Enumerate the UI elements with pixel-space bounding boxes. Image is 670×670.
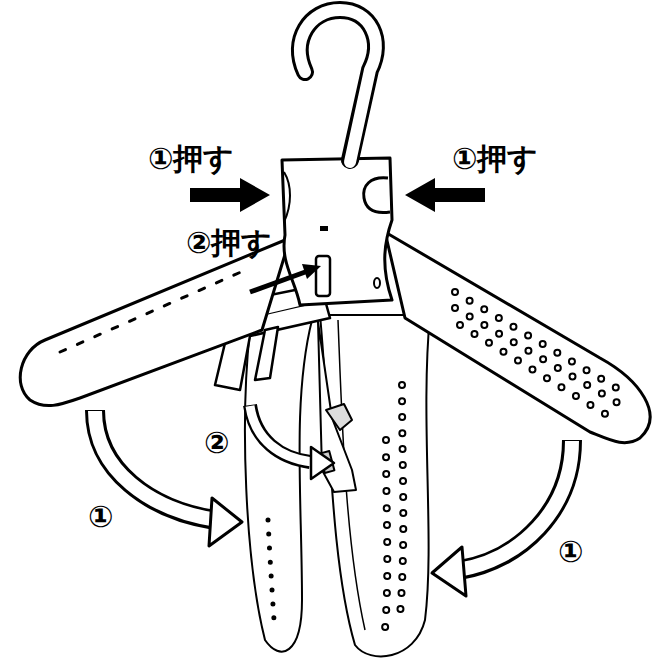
step-number: ① [88, 500, 113, 533]
shoe-left [245, 320, 312, 652]
push-arrow [190, 178, 270, 212]
step-number: ① [558, 535, 583, 568]
rotate-arrow-head [311, 447, 334, 479]
release-tab [316, 256, 330, 296]
shoe-dots-inner [400, 385, 403, 615]
instruction-label: ①押す [148, 142, 234, 175]
vent-dots [455, 308, 630, 410]
shoe-holder-plate [255, 327, 278, 380]
vent-dots [455, 308, 630, 410]
shoe-dots [268, 520, 274, 620]
pivot-hole [374, 278, 380, 288]
shoe-dots-outer [384, 440, 387, 640]
side-button-left [284, 172, 290, 222]
shoe-dots-outer [400, 385, 403, 615]
hanger-arm-right [385, 232, 650, 443]
instruction-label: ①押す [452, 142, 538, 175]
rotate-arrow [250, 406, 312, 462]
rotate-arrow-head [432, 547, 466, 596]
rotate-arrow [458, 441, 572, 570]
vent-dots [460, 325, 615, 420]
instruction-label: ②押す [186, 226, 272, 259]
vent-dots [455, 292, 620, 390]
push-arrow-head [302, 264, 321, 279]
shoe-tongue-detail [326, 404, 352, 430]
shoe-dots-inner [384, 440, 387, 640]
push-arrow [250, 271, 308, 292]
push-arrow [405, 178, 485, 212]
hanger-center-block [282, 158, 392, 305]
hanger-arm-left [20, 238, 290, 406]
step-number: ② [204, 426, 229, 459]
rotate-arrow-head [209, 498, 242, 546]
hook [300, 10, 376, 162]
center-mark [320, 226, 328, 231]
vent-slots [60, 268, 250, 352]
side-button-right [364, 178, 390, 213]
vent-dots [455, 292, 620, 390]
vent-dots [460, 325, 615, 420]
